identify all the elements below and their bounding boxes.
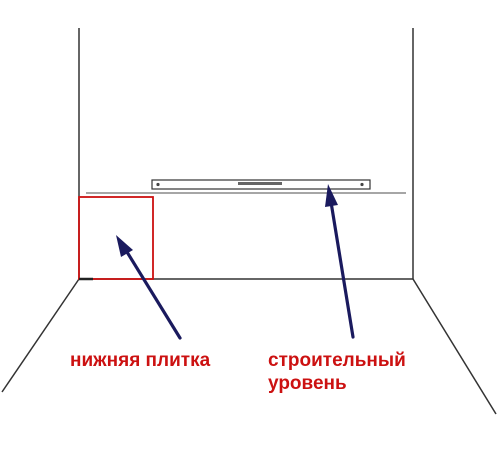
building-level-label: строительный уровень <box>268 350 406 394</box>
arrow-to-tile <box>116 235 182 340</box>
back-wall <box>78 28 414 280</box>
floor-right-edge <box>412 278 497 415</box>
building-level-tool <box>151 179 371 190</box>
bottom-tile-label: нижняя плитка <box>70 350 211 371</box>
bottom-tile <box>78 196 154 280</box>
floor-left-edge <box>1 278 80 393</box>
arrow-to-level <box>325 184 355 339</box>
